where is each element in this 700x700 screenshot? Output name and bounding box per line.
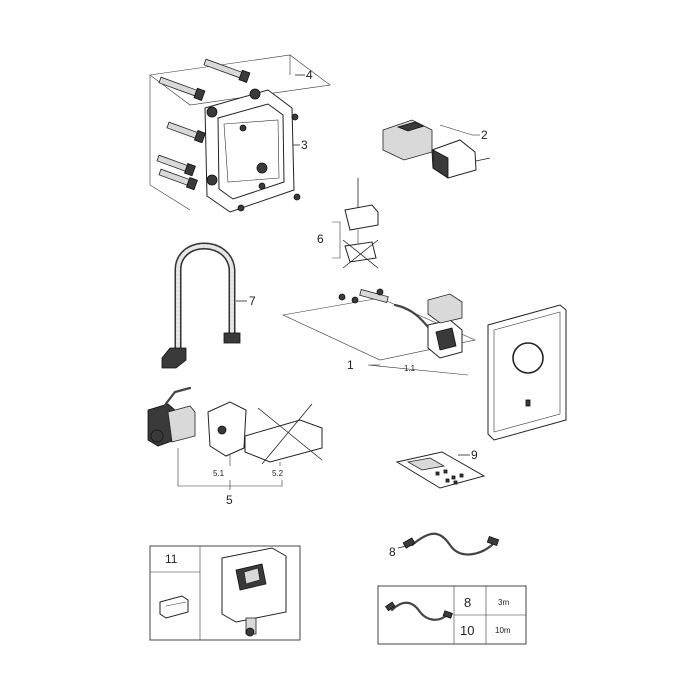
flex-hose-group — [161, 242, 247, 369]
anchor-bolts — [156, 58, 251, 191]
mounting-frame-group — [149, 54, 331, 213]
table-length-3m: 3m — [498, 598, 509, 607]
frame-screw — [258, 182, 266, 190]
callout-7: 7 — [249, 294, 256, 308]
table-item-8: 8 — [464, 595, 471, 610]
bracket-alt — [344, 241, 377, 263]
bracket-group — [332, 178, 379, 269]
frame-screw — [237, 204, 245, 212]
callout-1-1: 1.1 — [404, 364, 416, 373]
callout-5-2: 5.2 — [272, 469, 284, 478]
hose-nut-fitting — [223, 332, 241, 344]
cross-out-line — [257, 407, 323, 461]
callout-6: 6 — [317, 232, 324, 246]
mounting-bracket — [344, 204, 379, 231]
sensor-window — [512, 342, 544, 374]
callout-1: 1 — [347, 358, 354, 372]
cable-group — [397, 532, 500, 556]
callout-11: 11 — [165, 552, 178, 566]
cable-table-text: 8 3m 10 10m — [460, 595, 511, 638]
electronic-box-group — [382, 119, 491, 179]
valve-cover-5-1 — [207, 401, 247, 457]
part1-outline — [282, 297, 476, 361]
part11-box — [149, 545, 301, 641]
callout-2: 2 — [481, 128, 488, 142]
indicator-led — [525, 399, 531, 407]
leader-8 — [397, 545, 407, 549]
valve-accessory-5-2 — [244, 419, 323, 463]
frame-screw — [239, 124, 247, 132]
table-item-10: 10 — [460, 623, 474, 638]
remote-control-group — [395, 451, 486, 489]
bracket-6-indicator — [332, 221, 341, 259]
cross-out-line — [261, 403, 313, 465]
table-cable-icon — [390, 601, 450, 621]
callout-4: 4 — [306, 68, 313, 82]
frame-screw — [293, 193, 301, 201]
cable-length-table — [377, 585, 527, 645]
callout-9: 9 — [471, 448, 478, 462]
bolts-leader-outline — [149, 54, 331, 106]
frame-screw — [291, 113, 299, 121]
control-plate-group — [282, 288, 567, 441]
part11-bracket — [159, 595, 189, 619]
connector-block — [427, 293, 463, 324]
mounting-frame-inner — [217, 103, 285, 200]
callout-labels: 4 3 2 6 7 1 1.1 9 5.1 5.2 5 8 11 — [165, 68, 488, 566]
callout-5: 5 — [226, 493, 233, 507]
leader-1 — [367, 364, 469, 376]
extension-cable — [410, 532, 494, 556]
callout-8: 8 — [389, 545, 396, 559]
table-length-10m: 10m — [495, 626, 511, 635]
valve-group — [147, 386, 323, 490]
frame-leader-outline-left — [149, 75, 191, 211]
hose-elbow-fitting — [161, 347, 187, 369]
callout-3: 3 — [301, 138, 308, 152]
callout-5-1: 5.1 — [213, 469, 225, 478]
cross-out-line — [342, 239, 379, 269]
